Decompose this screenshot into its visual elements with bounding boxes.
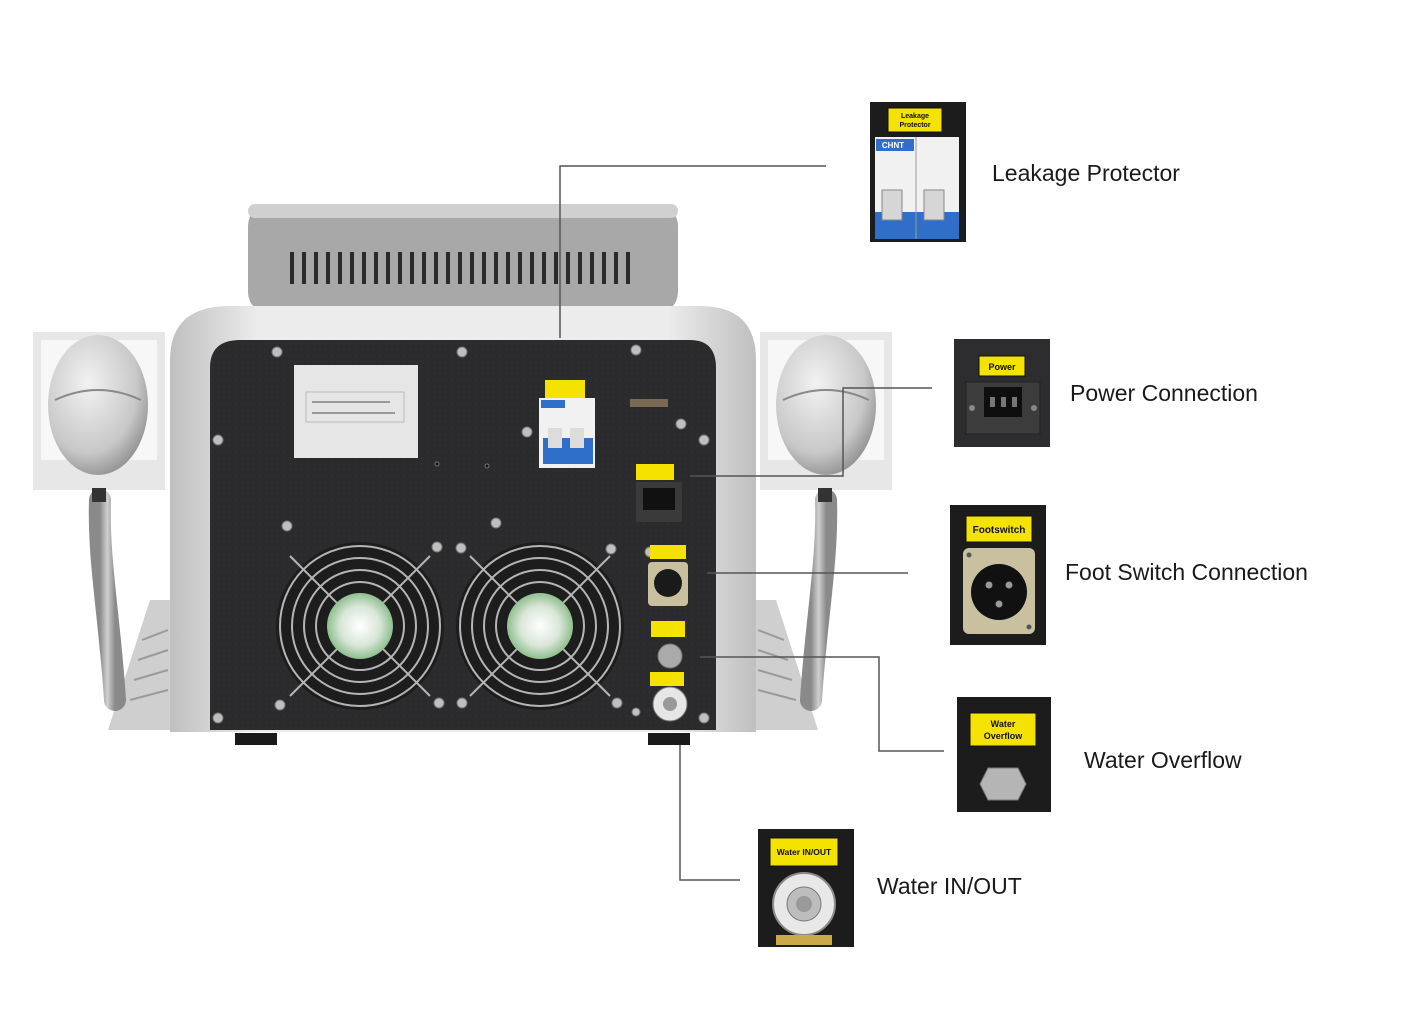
label-leakage-protector: Leakage Protector — [992, 160, 1180, 186]
vent-slots — [290, 252, 630, 284]
label-power-connection: Power Connection — [1070, 380, 1258, 406]
thumb-leakage-tag-line1: Leakage — [901, 113, 929, 120]
leader-leakage — [559, 165, 826, 338]
top-vent-housing — [248, 204, 678, 314]
leader-power — [690, 387, 932, 477]
thumb-leakage-brand: CHNT — [882, 141, 904, 150]
thumb-water-in-out: Water IN/OUT — [758, 829, 854, 947]
panel-footswitch-connector — [648, 545, 688, 606]
cooling-fan-left — [274, 520, 445, 711]
nameplate — [294, 365, 418, 458]
thumb-leakage-tag-line2: Protector — [899, 122, 930, 129]
cooling-fan-right — [455, 542, 624, 710]
thumb-power-tag: Power — [988, 362, 1016, 372]
panel-water-io — [650, 672, 688, 722]
panel-breaker — [539, 380, 595, 468]
label-water-overflow: Water Overflow — [1084, 747, 1242, 773]
handpiece-holder-right — [760, 332, 892, 711]
leader-waterio — [679, 745, 740, 881]
thumb-waterio-tag: Water IN/OUT — [777, 847, 832, 857]
label-foot-switch-connection: Foot Switch Connection — [1065, 559, 1308, 585]
thumb-power-connection: Power — [954, 339, 1050, 447]
rear-panel — [210, 340, 716, 730]
thumb-overflow-tag-line1: Water — [991, 719, 1016, 729]
thumb-footswitch-tag: Footswitch — [973, 525, 1026, 536]
handpiece-holder-left — [33, 332, 165, 711]
thumb-leakage-protector: Leakage Protector CHNT — [870, 102, 966, 242]
panel-overflow — [651, 621, 685, 669]
label-water-in-out: Water IN/OUT — [877, 873, 1022, 899]
thumb-footswitch-connection: Footswitch — [950, 505, 1046, 645]
leader-lines — [559, 165, 944, 881]
thumb-water-overflow: Water Overflow — [957, 697, 1051, 812]
leader-overflow — [700, 656, 944, 752]
device-feet — [235, 733, 690, 745]
panel-power-socket — [636, 464, 682, 522]
thumb-overflow-tag-line2: Overflow — [984, 731, 1024, 741]
